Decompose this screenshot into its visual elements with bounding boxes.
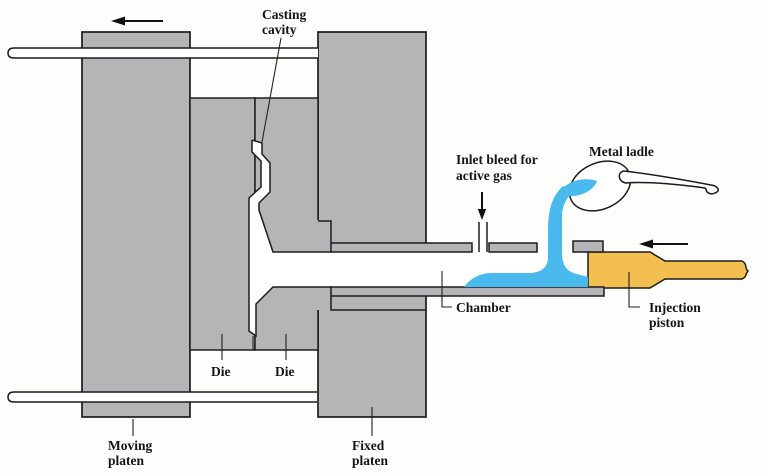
molten-metal-stream [464,186,588,287]
tie-rods [7,47,318,403]
arrows [111,16,688,249]
machine-blocks [81,31,427,418]
label-moving-platen-line1: Moving [108,438,153,453]
sleeve-flange-top-line [318,220,332,243]
label-inlet-bleed-line1: Inlet bleed for [456,152,538,167]
moving-platen [81,31,191,418]
tie-rod-bottom [7,391,317,403]
injection-piston-shape [587,251,750,289]
molten-metal [464,186,588,287]
label-casting-cavity-line1: Casting [262,7,307,22]
molten-metal-in-ladle [562,179,597,197]
metal-ladle-handle [618,170,719,195]
label-inlet-bleed-line2: active gas [456,168,512,183]
arrow-down-head-inlet [477,209,487,220]
label-fixed-platen-line1: Fixed [352,438,385,453]
shot-chamber-walls [330,240,605,297]
chamber-top-wall-mid [488,242,538,253]
inlet-bleed-tube [478,222,488,252]
leader-lines [132,37,640,436]
leader-casting-cavity [261,37,282,143]
metal-ladle [562,160,719,212]
labels: Casting cavity Inlet bleed for active ga… [108,7,701,468]
label-chamber: Chamber [456,300,511,315]
arrow-left-head-piston [639,239,653,249]
fixed-platen [317,31,427,418]
label-injection-piston-line2: piston [649,315,685,330]
label-casting-cavity-line2: cavity [262,22,297,37]
leader-injection-piston [628,272,640,308]
chamber-top-wall-left [330,242,473,253]
label-metal-ladle: Metal ladle [589,144,654,159]
label-injection-piston-line1: Injection [649,300,701,315]
label-fixed-platen-line2: platen [352,453,388,468]
casting-cavity-outline-left [248,140,332,338]
label-moving-platen-line2: platen [108,453,144,468]
label-die-left: Die [211,364,231,379]
label-die-right: Die [275,364,295,379]
sleeve-flange-bottom-line [330,296,426,311]
arrow-left-head-moving-platen [111,16,125,26]
tie-rod-top [7,47,318,59]
casting-cavity-outline-right [251,139,332,253]
chamber-bottom-wall [330,286,605,297]
leader-chamber [441,271,452,308]
die-left-block [189,97,256,351]
chamber-top-wall-right [572,240,604,253]
injection-piston-group [587,251,750,289]
